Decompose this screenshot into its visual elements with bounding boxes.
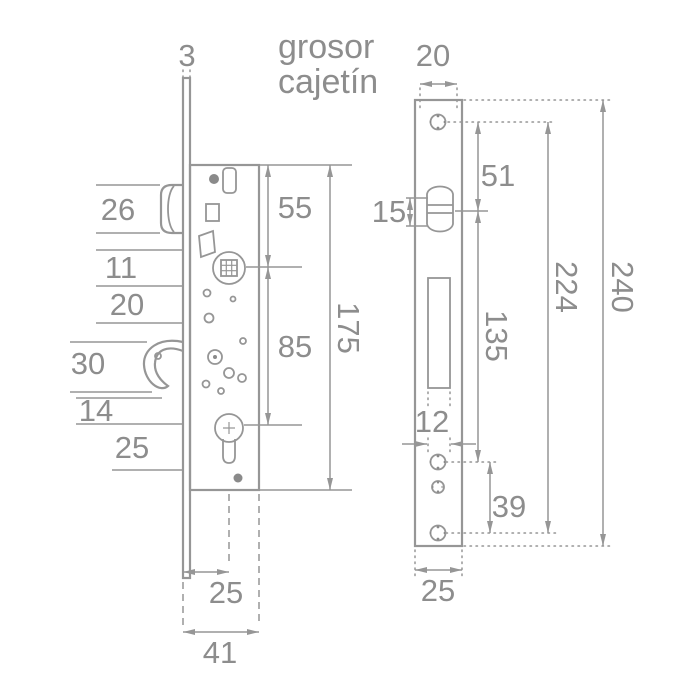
rivet [239, 337, 247, 345]
fixing-dot [233, 473, 243, 483]
screw-hole-small [431, 480, 445, 494]
cylinder-circle [214, 413, 244, 443]
screw-hole-top [429, 113, 447, 131]
note-line1: grosor [278, 28, 374, 66]
hook-bolt-side [142, 339, 184, 390]
front-view: grosor cajetín 20 15 12 [278, 28, 640, 608]
dim-85: 85 [278, 329, 312, 364]
latch-bolt-side [159, 183, 183, 235]
hook-pin [154, 352, 162, 360]
latch-opening [426, 185, 454, 233]
dim-plate-width: 25 [421, 573, 455, 608]
pivot [207, 349, 223, 365]
dim-11: 11 [105, 250, 137, 285]
spindle-square [220, 259, 238, 277]
dim-case-height: 175 [331, 302, 366, 354]
latch-opening-bars [427, 204, 453, 214]
screw-hole-middle [429, 453, 447, 471]
spindle-follower [212, 251, 246, 285]
guide-slot [205, 203, 220, 222]
projection-line [427, 391, 451, 453]
extension-line [445, 99, 613, 547]
extension-line [96, 249, 183, 324]
screw-circle [431, 480, 445, 494]
cylinder-profile-slot [222, 439, 236, 464]
lever-plate [198, 229, 216, 259]
dim-25-left: 25 [115, 430, 149, 465]
case-internals [198, 167, 247, 483]
dim-hook-height: 30 [71, 346, 105, 381]
dim-14: 14 [79, 393, 113, 428]
dim-55: 55 [278, 190, 312, 225]
dim-224: 224 [549, 261, 584, 313]
side-view: 3 [70, 38, 366, 670]
pin-dot [209, 174, 219, 184]
dim-39: 39 [492, 489, 526, 524]
dim-20: 20 [110, 287, 144, 322]
rivet [203, 312, 215, 324]
screw-hole-bottom [429, 524, 447, 542]
rivet [217, 387, 225, 395]
dim-case-thickness: 20 [416, 38, 450, 73]
pivot-center [213, 355, 217, 359]
euro-cylinder-hole [214, 413, 244, 464]
extension-line [244, 164, 352, 491]
bolt-opening [427, 277, 451, 389]
dim-15: 15 [372, 194, 406, 229]
extension-line [70, 341, 152, 393]
cylinder-cross [223, 422, 235, 434]
rivet [202, 288, 212, 298]
dim-plate-length: 240 [605, 261, 640, 313]
rivet [229, 295, 237, 303]
dim-51: 51 [481, 158, 515, 193]
spring-slot [222, 167, 237, 194]
dim-latch-height: 26 [101, 192, 135, 227]
dim-plate-thickness: 3 [178, 38, 195, 73]
dim-depth: 41 [203, 635, 237, 670]
extension-line [96, 184, 160, 234]
projection-line [182, 494, 260, 626]
faceplate-front [413, 98, 464, 548]
note-line2: cajetín [278, 63, 378, 101]
projection-line [414, 549, 463, 579]
rivet [201, 379, 211, 389]
latch-bevel [167, 185, 175, 233]
rivet [237, 373, 247, 383]
dim-135: 135 [479, 310, 514, 362]
spindle-knurl [221, 260, 237, 276]
dim-backset: 25 [209, 575, 243, 610]
rivet [223, 367, 235, 379]
lock-case [188, 163, 261, 492]
dim-12: 12 [415, 404, 449, 439]
extension-line [76, 397, 183, 471]
